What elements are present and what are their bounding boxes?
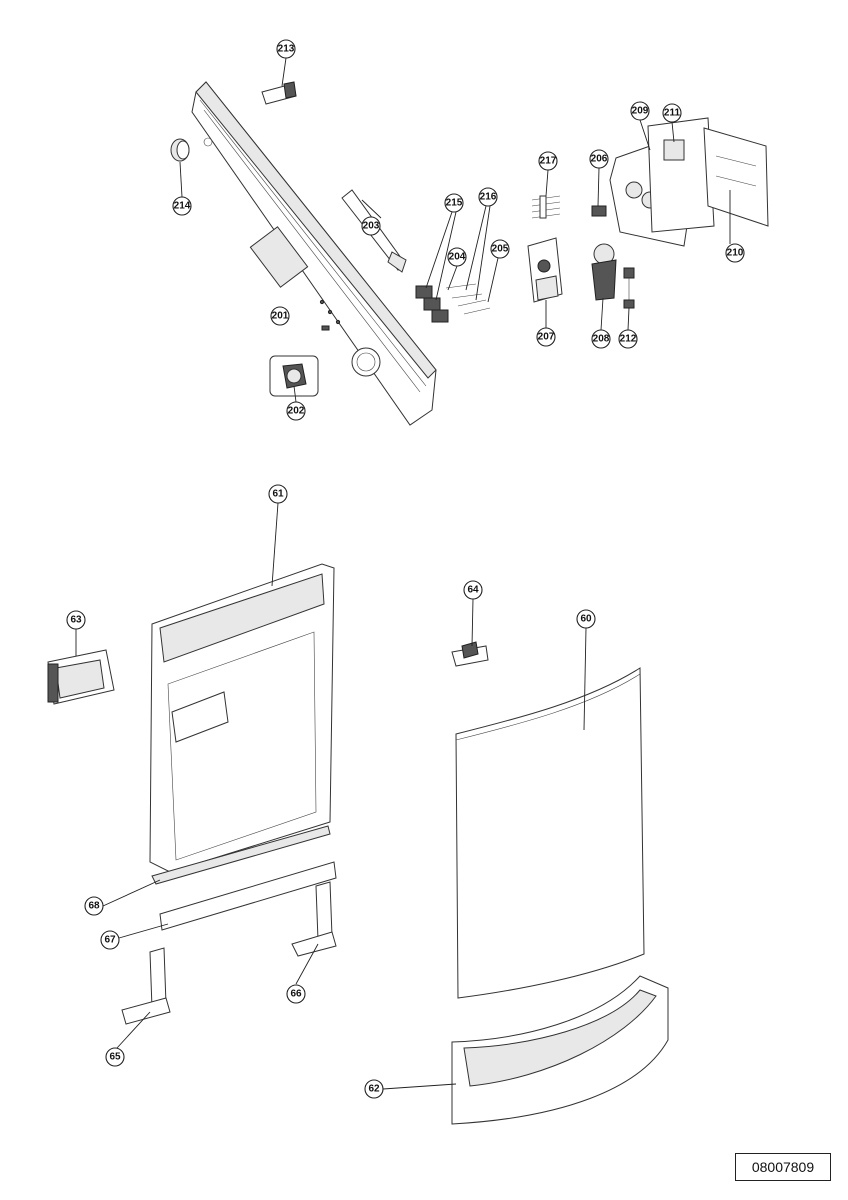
callout-201: 201 bbox=[270, 306, 290, 326]
gasket-68 bbox=[151, 825, 331, 885]
callout-212: 212 bbox=[618, 329, 638, 349]
leader-213 bbox=[281, 57, 287, 87]
callout-209: 209 bbox=[630, 101, 650, 121]
svg-text:206: 206 bbox=[591, 154, 608, 165]
leader-203 bbox=[361, 199, 382, 219]
leader-62 bbox=[382, 1083, 457, 1090]
board-housing-210 bbox=[703, 127, 769, 227]
callout-67: 67 bbox=[100, 930, 120, 950]
leader-66 bbox=[295, 943, 319, 985]
connector-213 bbox=[261, 81, 297, 105]
leader-67 bbox=[118, 923, 169, 939]
callout-208: 208 bbox=[591, 329, 611, 349]
svg-text:216: 216 bbox=[480, 192, 497, 203]
svg-text:215: 215 bbox=[446, 198, 463, 209]
svg-text:62: 62 bbox=[368, 1084, 380, 1095]
callout-204: 204 bbox=[447, 247, 467, 267]
svg-text:207: 207 bbox=[538, 332, 555, 343]
callout-206: 206 bbox=[589, 149, 609, 169]
callout-60: 60 bbox=[576, 609, 596, 629]
callout-202: 202 bbox=[286, 401, 306, 421]
callout-63: 63 bbox=[66, 610, 86, 630]
svg-text:64: 64 bbox=[467, 585, 479, 596]
leader-215b bbox=[435, 211, 457, 301]
hinge-65 bbox=[121, 947, 171, 1025]
svg-text:68: 68 bbox=[88, 901, 100, 912]
sensor-212 bbox=[623, 267, 635, 309]
leader-64 bbox=[471, 598, 474, 647]
callout-215: 215 bbox=[444, 193, 464, 213]
leader-60 bbox=[583, 627, 587, 731]
leader-212 bbox=[627, 307, 630, 331]
drawing-code-label: 08007809 bbox=[735, 1153, 831, 1181]
selector-206 bbox=[591, 205, 607, 217]
leader-211 bbox=[671, 121, 675, 143]
knob-214 bbox=[170, 138, 190, 162]
leader-65 bbox=[116, 1011, 151, 1049]
leader-214 bbox=[179, 161, 183, 198]
svg-text:66: 66 bbox=[290, 989, 302, 1000]
callout-205: 205 bbox=[490, 239, 510, 259]
knob-cap-202 bbox=[269, 355, 319, 397]
leader-206 bbox=[597, 167, 600, 207]
svg-text:61: 61 bbox=[272, 489, 284, 500]
leader-216a bbox=[465, 205, 487, 291]
inner-door-61 bbox=[149, 563, 335, 873]
svg-text:202: 202 bbox=[288, 406, 305, 417]
svg-text:212: 212 bbox=[620, 334, 637, 345]
svg-text:65: 65 bbox=[109, 1052, 121, 1063]
svg-text:67: 67 bbox=[104, 935, 116, 946]
leader-217 bbox=[545, 169, 549, 197]
svg-text:201: 201 bbox=[272, 311, 289, 322]
bracket-217 bbox=[531, 195, 561, 219]
hinge-66 bbox=[291, 881, 337, 957]
svg-text:210: 210 bbox=[727, 248, 744, 259]
outer-door-panel-60 bbox=[455, 667, 645, 999]
leader-202 bbox=[293, 385, 297, 403]
leader-209 bbox=[639, 119, 651, 151]
callout-217: 217 bbox=[538, 151, 558, 171]
callout-207: 207 bbox=[536, 327, 556, 347]
callout-62: 62 bbox=[364, 1079, 384, 1099]
callout-203: 203 bbox=[361, 216, 381, 236]
callout-64: 64 bbox=[463, 580, 483, 600]
board-cover-211 bbox=[647, 117, 715, 233]
kick-plate-62 bbox=[451, 975, 669, 1125]
control-panel-201 bbox=[191, 81, 437, 426]
svg-text:211: 211 bbox=[664, 108, 681, 119]
svg-text:60: 60 bbox=[580, 614, 592, 625]
leader-208 bbox=[600, 297, 604, 331]
leader-216b bbox=[475, 205, 491, 301]
holder-207 bbox=[527, 237, 563, 303]
svg-text:214: 214 bbox=[174, 201, 191, 212]
svg-text:204: 204 bbox=[449, 252, 466, 263]
svg-text:205: 205 bbox=[492, 244, 509, 255]
callout-213: 213 bbox=[276, 39, 296, 59]
leader-205 bbox=[487, 257, 499, 303]
detergent-dispenser-63 bbox=[47, 649, 115, 705]
leader-61 bbox=[271, 502, 279, 587]
callout-216: 216 bbox=[478, 187, 498, 207]
callout-210: 210 bbox=[725, 243, 745, 263]
callout-214: 214 bbox=[172, 196, 192, 216]
svg-text:217: 217 bbox=[540, 156, 557, 167]
latch-64 bbox=[451, 641, 489, 667]
svg-text:63: 63 bbox=[70, 615, 82, 626]
leader-68 bbox=[102, 879, 161, 907]
svg-text:209: 209 bbox=[632, 106, 649, 117]
strip-67 bbox=[159, 861, 337, 931]
switch-208 bbox=[591, 243, 617, 301]
callout-65: 65 bbox=[105, 1047, 125, 1067]
callout-68: 68 bbox=[84, 896, 104, 916]
callout-211: 211 bbox=[662, 103, 682, 123]
switch-set-215-216 bbox=[415, 283, 491, 323]
leader-204 bbox=[447, 265, 458, 291]
svg-text:213: 213 bbox=[278, 44, 295, 55]
leader-215a bbox=[425, 211, 453, 289]
svg-text:208: 208 bbox=[593, 334, 610, 345]
callout-61: 61 bbox=[268, 484, 288, 504]
callout-66: 66 bbox=[286, 984, 306, 1004]
svg-text:203: 203 bbox=[363, 221, 380, 232]
